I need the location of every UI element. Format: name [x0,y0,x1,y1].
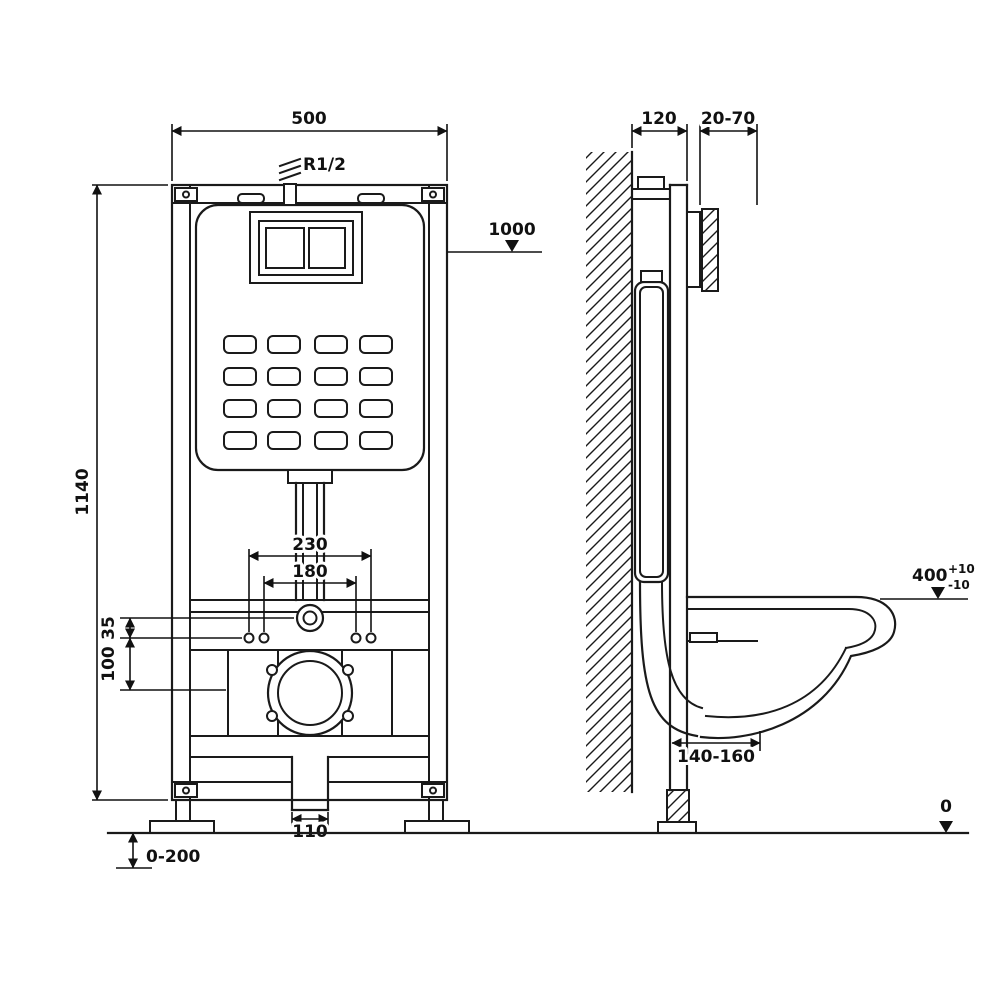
finished-wall-strip [701,208,719,292]
drain-outlet [266,649,354,737]
supply-thread-label: R1/2 [303,155,346,175]
flush-button-small [308,227,346,269]
wall-hatch [586,152,632,792]
mounting-slot [357,193,385,204]
cistern-side-profile [633,270,704,738]
dim-frame-height: 1140 [73,468,93,515]
dim-offset-35: 35 [99,616,119,640]
water-supply-fitting [278,157,302,206]
flush-button-large [265,227,305,269]
bolt-hole [266,710,278,722]
cistern-cap [640,270,663,283]
adjustable-foot-left [149,799,215,834]
front-view: 500 R1/2 1000 1140 230 180 [70,106,542,870]
bolt-hole [342,710,354,722]
drain-assembly [189,649,430,737]
outlet-pipe [290,755,330,812]
dim-level-1000: 1000 [488,220,535,240]
dim-frame-width: 500 [291,109,327,129]
top-wall-bracket [637,176,665,190]
fixing-hole [350,632,362,644]
flush-plate [249,211,363,284]
dim-wall-range: 20-70 [701,109,756,129]
dim-floor-level: 0 [940,797,952,817]
dim-bowl-height-tol-plus: +10 [948,562,975,576]
front-dimensions: 500 R1/2 1000 1140 230 180 [70,106,542,870]
dim-bowl-height: 400 [912,566,948,586]
support-rail [189,599,430,644]
mounting-block [689,632,718,643]
toilet-bowl-side [685,595,897,740]
dim-spacing-outer: 230 [292,535,328,555]
side-foot [657,789,697,834]
mounting-frame [149,183,470,834]
fixing-hole [243,632,255,644]
inlet-connection [295,603,325,633]
level-marker-0 [939,821,953,833]
fixing-hole [258,632,270,644]
side-view: 120 20-70 400 +10 -10 140-160 0 [586,106,977,834]
fixing-hole [365,632,377,644]
wall-section [586,150,634,794]
corner-bracket [174,187,445,798]
flush-elbow-inner [660,580,704,710]
side-dimensions: 120 20-70 400 +10 -10 140-160 0 [631,106,977,833]
adjustable-foot-right [404,799,470,834]
dim-spacing-inner: 180 [292,562,328,582]
mounting-slot [237,193,265,204]
cistern-hole-grid [223,335,393,450]
bolt-hole [342,664,354,676]
flush-elbow-outer [638,580,699,738]
dim-offset-100: 100 [99,646,119,682]
level-marker-400 [931,587,945,599]
level-marker-1000 [505,240,519,252]
bolt-hole [266,664,278,676]
flush-pipe-flange [287,469,333,484]
dim-outlet-distance: 140-160 [677,747,755,767]
dim-bowl-height-tol-minus: -10 [948,578,970,592]
flush-plate-side [686,208,719,292]
dim-frame-depth: 120 [641,109,677,129]
dim-foot-range: 0-200 [146,847,201,867]
